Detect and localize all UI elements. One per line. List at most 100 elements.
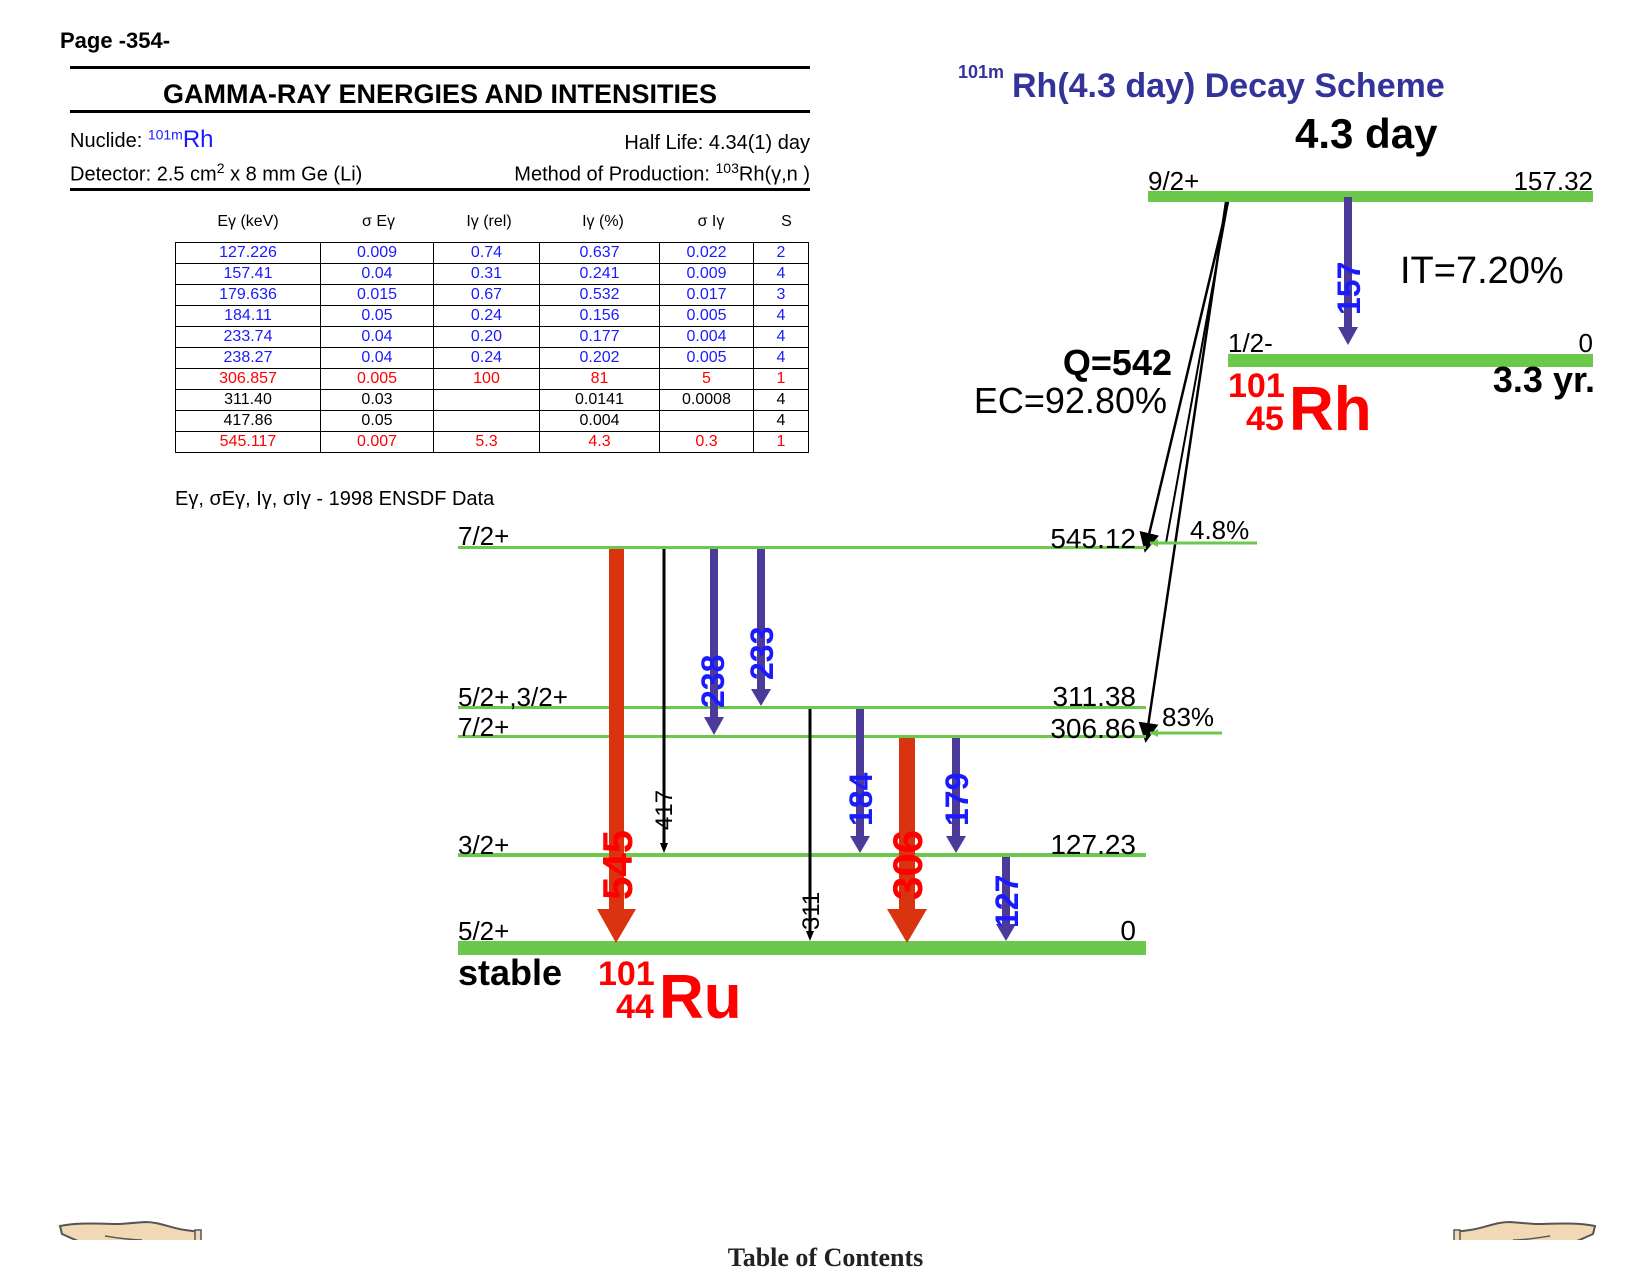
parent-energy: 157.32 <box>1513 166 1593 196</box>
level-306-spin: 7/2+ <box>458 712 509 742</box>
scheme-title: Rh(4.3 day) Decay Scheme <box>1012 67 1445 105</box>
header-mid-rule <box>70 110 810 113</box>
gamma-311-arrow <box>806 931 814 941</box>
col-header-s: S <box>781 213 792 230</box>
pointing-hand-right-icon[interactable] <box>1453 1220 1597 1240</box>
table-cell: 0.022 <box>659 242 754 264</box>
table-cell: 1 <box>753 431 809 453</box>
level-311 <box>458 706 1146 709</box>
table-cell: 0.20 <box>433 326 540 348</box>
q-value: Q=542 <box>1063 342 1172 383</box>
level-311-energy: 311.38 <box>1052 681 1136 712</box>
stable-label: stable <box>458 952 562 993</box>
nuclide-symbol: Rh <box>182 126 214 153</box>
level-545-energy: 545.12 <box>1050 523 1136 554</box>
ec-line-545 <box>1139 201 1230 553</box>
ec-line-306 <box>1138 201 1228 743</box>
ru-symbol: Ru <box>659 963 742 1032</box>
scheme-title-mass: 101m <box>958 62 1004 82</box>
table-cell: 0.0141 <box>539 389 660 411</box>
gamma-545-line <box>609 549 624 911</box>
table-cell: 545.117 <box>175 431 321 453</box>
col-header-sigma-intensity: σ Iγ <box>697 213 725 230</box>
gamma-233-arrow <box>751 689 771 706</box>
gamma-184-arrow <box>850 836 870 853</box>
ru-mass-number: 101 <box>598 955 655 993</box>
gamma-184-line <box>856 709 864 836</box>
gamma-545-arrow <box>597 909 636 943</box>
ec-branch: EC=92.80% <box>974 380 1167 421</box>
gamma-417-label: 417 <box>651 790 678 830</box>
gamma-238-line <box>710 549 718 717</box>
level-127-energy: 127.23 <box>1050 829 1136 860</box>
gamma-179-arrow <box>946 836 966 853</box>
pointing-hand-left-icon[interactable] <box>58 1220 202 1240</box>
branch-arrow-545 <box>1150 539 1158 547</box>
production-post: Rh(γ,n ) <box>738 163 810 186</box>
parent-halflife: 4.3 day <box>1295 110 1438 157</box>
detector-post: x 8 mm Ge (Li) <box>224 163 363 186</box>
gamma-127-arrow <box>996 924 1016 941</box>
table-cell: 0.017 <box>659 284 754 306</box>
table-cell: 306.857 <box>175 368 321 390</box>
branch-306: 83% <box>1162 702 1214 732</box>
col-header-sigma-energy: σ Eγ <box>362 213 395 230</box>
gamma-233-line <box>757 549 765 689</box>
level-545 <box>458 546 1146 549</box>
level-311-spin: 5/2+,3/2+ <box>458 682 568 712</box>
gamma-306-label: 306 <box>884 830 931 900</box>
table-cell: 238.27 <box>175 347 321 369</box>
production-line: Method of Production: 103Rh(γ,n ) <box>514 160 810 187</box>
parent-spin: 9/2+ <box>1148 166 1199 196</box>
it-gamma-arrow <box>1338 327 1358 345</box>
gamma-417-arrow <box>660 843 668 853</box>
table-cell: 0.74 <box>433 242 540 264</box>
rh-ground-energy: 0 <box>1579 328 1593 358</box>
level-306-energy: 306.86 <box>1050 713 1136 744</box>
gamma-238-label: 238 <box>695 655 731 708</box>
gamma-306-arrow <box>887 909 927 943</box>
ru-atomic-number: 44 <box>616 988 654 1026</box>
level-127-spin: 3/2+ <box>458 830 509 860</box>
gamma-184-label: 184 <box>843 772 879 826</box>
detector-pre: Detector: 2.5 cm <box>70 163 217 186</box>
table-cell: 0.005 <box>659 347 754 369</box>
parent-level <box>1148 191 1593 202</box>
level-306 <box>458 735 1146 738</box>
gamma-311-label: 311 <box>798 892 825 930</box>
col-header-rel-intensity: Iγ (rel) <box>466 213 512 230</box>
table-cell: 0.156 <box>539 305 660 327</box>
level-ground-energy: 0 <box>1120 915 1136 946</box>
nuclide-line: Nuclide: 101mRh <box>70 126 214 154</box>
table-of-contents-link[interactable]: Table of Contents <box>727 1243 924 1272</box>
table-cell: 0.3 <box>659 431 754 453</box>
gamma-179-label: 179 <box>939 773 975 826</box>
page-number: Page -354- <box>60 28 171 53</box>
table-cell: 0.015 <box>320 284 434 306</box>
table-cell: 0.007 <box>320 431 434 453</box>
level-ground-spin: 5/2+ <box>458 916 509 946</box>
it-gamma-line <box>1344 197 1352 327</box>
branch-545: 4.8% <box>1190 515 1249 545</box>
nuclide-label: Nuclide: <box>70 130 148 152</box>
gamma-545-label: 545 <box>594 830 641 900</box>
gamma-127-label: 127 <box>989 875 1025 928</box>
nuclide-mass: 101m <box>147 126 183 143</box>
rh-ground-level <box>1228 354 1593 367</box>
gamma-238-arrow <box>704 717 724 735</box>
rh-mass-number: 101 <box>1228 367 1285 405</box>
table-cell: 233.74 <box>175 326 321 348</box>
rh-symbol: Rh <box>1289 375 1372 444</box>
gamma-306-line <box>899 738 915 911</box>
rh-ground-spin: 1/2- <box>1228 328 1273 358</box>
gamma-127-line <box>1002 857 1010 924</box>
branch-arrow-306 <box>1150 729 1158 737</box>
rh-atomic-number: 45 <box>1246 400 1284 438</box>
